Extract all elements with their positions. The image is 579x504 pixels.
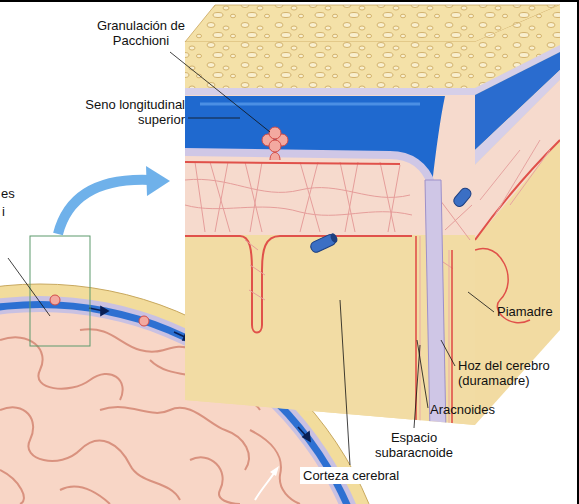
block-front-face [185,42,475,432]
block-front-face [185,96,445,185]
part-label: Granulación de Pacchioni [93,18,189,48]
block-front-face [185,88,475,96]
leader-line [414,345,420,428]
block-front-face [185,236,412,432]
block-front-face [200,103,420,106]
zoom-indicator [30,236,90,346]
leader-line [8,258,50,316]
brain-section [190,457,240,504]
part-label: Seno longitudinal superior [45,97,185,127]
zoom-indicator [58,180,150,234]
brain-section [250,430,300,504]
blood-vessel [309,186,473,254]
brain-section [101,307,108,315]
block-front-face [185,236,412,333]
part-label: es [1,186,15,201]
block-front-face [185,152,432,185]
brain-section [0,470,24,504]
brain-section [100,407,249,470]
brain-section [0,337,123,400]
part-label: i [2,204,5,219]
block-front-face [185,42,475,90]
block-front-face [185,42,475,432]
leader-line [468,292,494,312]
part-label: Hoz del cerebro (duramadre) [458,358,570,388]
brain-section [0,407,180,500]
leader-line [417,340,428,408]
brain-section [303,432,310,441]
frame-edge [577,0,579,504]
block-side-face [480,140,550,215]
blood-vessel [329,232,339,244]
leader-line [8,52,494,465]
block-front-face [425,180,446,432]
leader-line [340,300,350,465]
brain-section [139,316,149,326]
zoom-indicator [30,166,170,346]
brain-section [255,470,276,500]
block-front-face [245,240,265,300]
brain-section [80,329,195,352]
leader-line [188,118,240,119]
leader-line [170,52,270,132]
pacchioni-granulation [269,127,281,139]
brain-section [270,466,279,476]
pacchioni-granulation [270,153,280,161]
block-side-face [475,80,560,240]
leader-line [441,340,455,366]
blood-vessel [452,186,473,208]
part-label: Corteza cerebral [300,467,402,484]
brain-section [60,487,110,504]
frame-edge [0,0,579,2]
brain-section [50,295,60,305]
block-front-face [185,162,400,164]
pacchioni-granulation [269,140,281,152]
block-front-face [185,205,412,215]
block-front-face [185,179,410,197]
block-side-face [475,140,560,240]
part-label: Aracnoides [430,402,495,417]
block-front-face [195,162,400,232]
part-label: Piamadre [497,304,553,319]
pacchioni-granulation [262,127,288,160]
zoom-indicator [146,166,170,196]
part-label: Espacio subaracnoide [366,430,462,460]
